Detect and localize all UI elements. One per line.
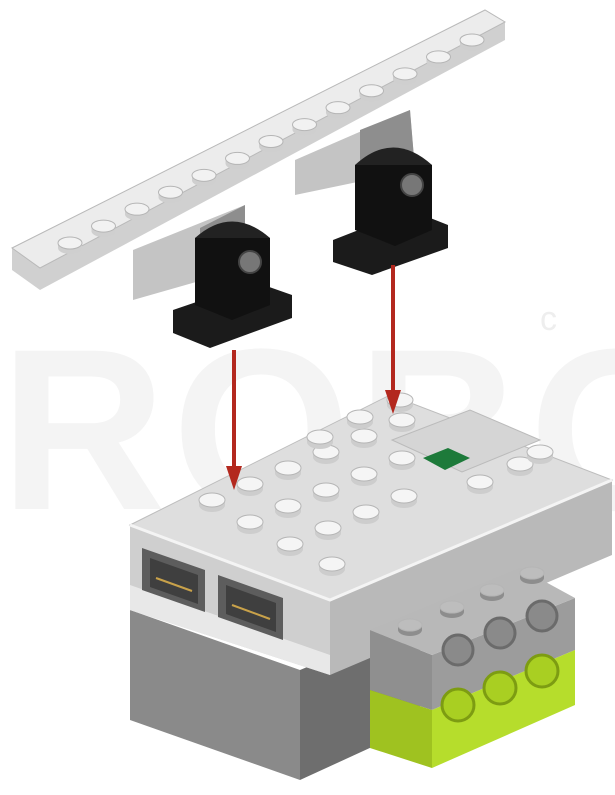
hub-stud [353, 505, 379, 524]
hub-stud [275, 461, 301, 480]
hub-stud [277, 537, 303, 556]
arrow-left [226, 350, 242, 490]
hub-stud [313, 483, 339, 502]
hub-stud [315, 521, 341, 540]
hub-stud [467, 475, 493, 494]
hub-stud [351, 429, 377, 448]
hub-stud [347, 410, 373, 429]
plate-stud [293, 119, 317, 136]
hub-stud [275, 499, 301, 518]
plate-stud [259, 136, 283, 153]
plate-stud [427, 51, 451, 68]
connector-pin-hole [401, 174, 423, 196]
hub-stud [307, 430, 333, 449]
plate-stud [226, 152, 250, 169]
motor-hole-1 [442, 689, 474, 721]
plate-stud [159, 186, 183, 203]
plate-stud [326, 102, 350, 119]
hub-stud [237, 477, 263, 496]
hub-stud [199, 493, 225, 512]
motor-hole-3 [526, 655, 558, 687]
hub-stud [351, 467, 377, 486]
hub-stud [319, 557, 345, 576]
hub-stud [391, 489, 417, 508]
connector-pin-hole [239, 251, 261, 273]
hub-stud [237, 515, 263, 534]
plate-stud [393, 68, 417, 85]
motor-stud [398, 619, 422, 636]
hub-stud [389, 451, 415, 470]
motor-gray-hole-1 [443, 635, 473, 665]
motor-stud [440, 601, 464, 618]
motor-stud [520, 567, 544, 584]
watermark-c: c [540, 300, 557, 338]
plate-stud [360, 85, 384, 102]
plate-stud [460, 34, 484, 51]
motor-gray-hole-3 [527, 601, 557, 631]
plate-stud [58, 237, 82, 254]
motor-stud [480, 584, 504, 601]
hub-stud [527, 445, 553, 464]
plate-stud [92, 220, 116, 237]
plate-stud [125, 203, 149, 220]
motor-gray-hole-2 [485, 618, 515, 648]
hub-stud [389, 413, 415, 432]
motor-hole-2 [484, 672, 516, 704]
arrow-right [385, 265, 401, 414]
plate-stud [192, 169, 216, 186]
